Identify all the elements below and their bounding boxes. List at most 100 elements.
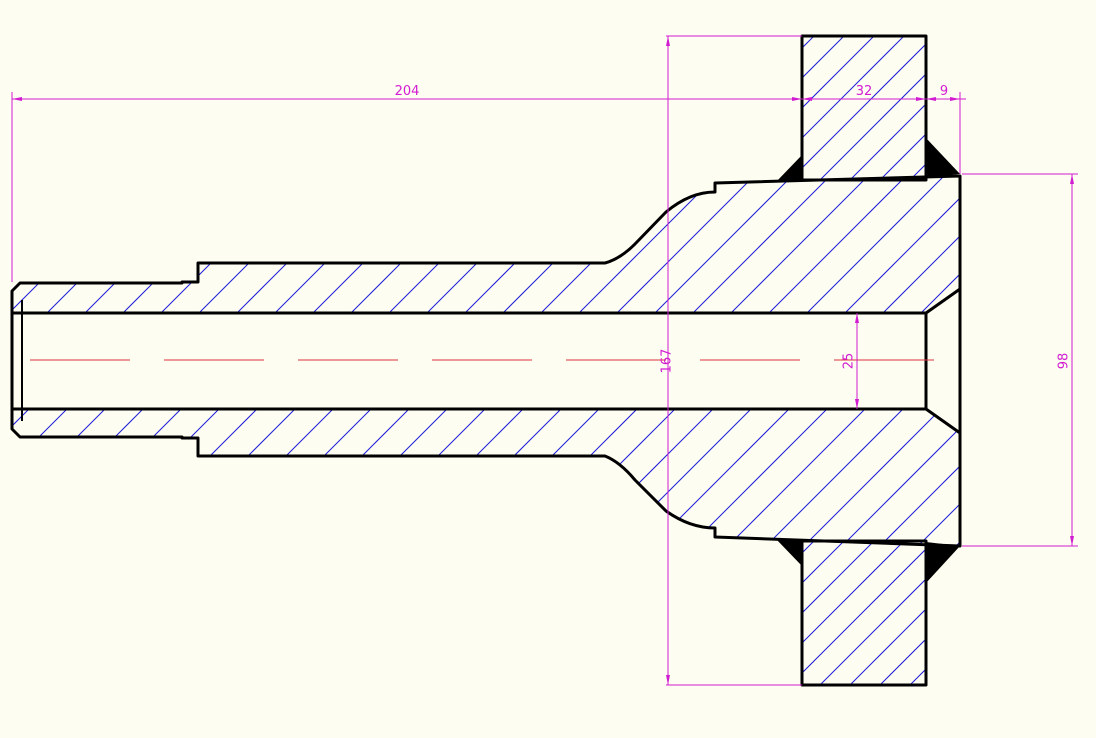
hatch-line	[913, 176, 960, 313]
flange-ring-bottom	[800, 539, 928, 687]
hatch-line	[751, 409, 913, 546]
hatch-line	[630, 30, 790, 190]
hatch-line	[909, 163, 926, 180]
hatch-line	[1080, 30, 1096, 190]
hatch-line	[181, 409, 343, 546]
hatch-line	[1020, 30, 1096, 190]
hatch-line	[930, 30, 1090, 190]
hatch-line	[713, 409, 875, 546]
hatch-line	[1018, 400, 1096, 560]
hatch-line	[523, 409, 685, 546]
hatch-line	[457, 176, 609, 313]
hatch-line	[67, 409, 229, 546]
hatch-line	[951, 176, 960, 313]
weld-fillet-bottom-left	[776, 539, 802, 566]
hatch-line	[879, 638, 926, 685]
hatch-line	[865, 409, 960, 546]
hatch-line	[802, 43, 926, 169]
dimension-text-204: 204	[395, 84, 420, 99]
dimension-hub-diameter: 98	[962, 173, 1078, 547]
hatch-line	[105, 409, 267, 546]
hatch-line	[343, 176, 495, 313]
hatch-line	[191, 176, 343, 313]
flange-ring-top	[800, 34, 928, 182]
hatch-line	[647, 176, 799, 313]
hatch-line	[77, 176, 229, 313]
hatch-line	[495, 176, 647, 313]
weld-fillet-top-right	[926, 138, 960, 178]
chamfer-bottom	[925, 407, 961, 435]
hatch-line	[12, 176, 115, 313]
hatch-line	[305, 176, 457, 313]
hatch-line	[153, 176, 305, 313]
hatch-line	[990, 535, 1096, 695]
dimension-text-167: 167	[660, 349, 675, 374]
hatch-line	[630, 535, 790, 695]
hatch-line	[802, 548, 926, 674]
hatch-line	[29, 409, 191, 546]
hatch-flange-top	[630, 30, 1096, 190]
dimension-text-98: 98	[1057, 353, 1072, 370]
hatch-line	[371, 409, 533, 546]
dimension-flange-offset: 9	[926, 84, 966, 174]
dimension-text-25: 25	[842, 353, 857, 370]
hatch-line	[219, 409, 381, 546]
hatch-flange-bottom	[630, 535, 1096, 695]
hatch-line	[12, 176, 153, 313]
hatch-line	[685, 176, 837, 313]
hatch-line	[903, 409, 960, 546]
hatch-line	[267, 176, 419, 313]
hatch-line	[802, 36, 845, 79]
dimension-flange-height: 167	[660, 35, 802, 686]
hatch-line	[409, 409, 571, 546]
hatch-line	[675, 409, 837, 546]
dimension-flange-thickness: 32	[802, 84, 926, 101]
hatch-line	[789, 409, 951, 546]
hatch-line	[1050, 30, 1096, 190]
hatch-line	[295, 409, 457, 546]
hatch-line	[12, 409, 153, 546]
hatch-line	[819, 73, 926, 180]
hatch-line	[257, 409, 419, 546]
hatch-line	[1050, 535, 1096, 695]
dimension-bore-diameter: 25	[842, 313, 859, 409]
hatch-line	[599, 409, 761, 546]
hatch-line	[12, 409, 115, 546]
hatch-bottom-section	[12, 400, 1096, 560]
hatch-line	[837, 176, 960, 313]
hatch-line	[419, 176, 571, 313]
hatch-line	[761, 176, 913, 313]
hatch-line	[802, 541, 875, 614]
hatch-line	[143, 409, 305, 546]
hatch-line	[381, 176, 533, 313]
hatch-line	[12, 409, 39, 546]
hatch-line	[819, 578, 926, 685]
hatch-line	[802, 36, 905, 139]
dimension-overall-length: 204	[11, 84, 802, 282]
pipe-outer-outline	[10, 174, 962, 548]
hatch-line	[879, 133, 926, 180]
hatch-line	[39, 176, 191, 313]
dimension-text-9: 9	[940, 84, 948, 99]
hatch-line	[960, 30, 1096, 190]
hatch-line	[849, 608, 926, 685]
hatch-line	[802, 36, 875, 109]
hatch-line	[980, 400, 1096, 560]
hatch-line	[1066, 170, 1096, 320]
hatch-line	[875, 176, 960, 313]
weld-fillet-top-left	[776, 155, 802, 182]
hatch-line	[115, 176, 267, 313]
hatch-line	[827, 409, 960, 546]
chamfer-top	[925, 287, 961, 315]
hatch-line	[533, 176, 685, 313]
hatch-line	[1056, 400, 1096, 560]
hatch-line	[447, 409, 609, 546]
hatch-line	[802, 541, 845, 584]
hatch-line	[930, 535, 1090, 695]
hatch-line	[12, 409, 77, 546]
hatch-line	[229, 176, 381, 313]
hatch-line	[333, 409, 495, 546]
hatch-line	[12, 176, 39, 313]
hatch-line	[561, 409, 723, 546]
hatch-line	[849, 103, 926, 180]
